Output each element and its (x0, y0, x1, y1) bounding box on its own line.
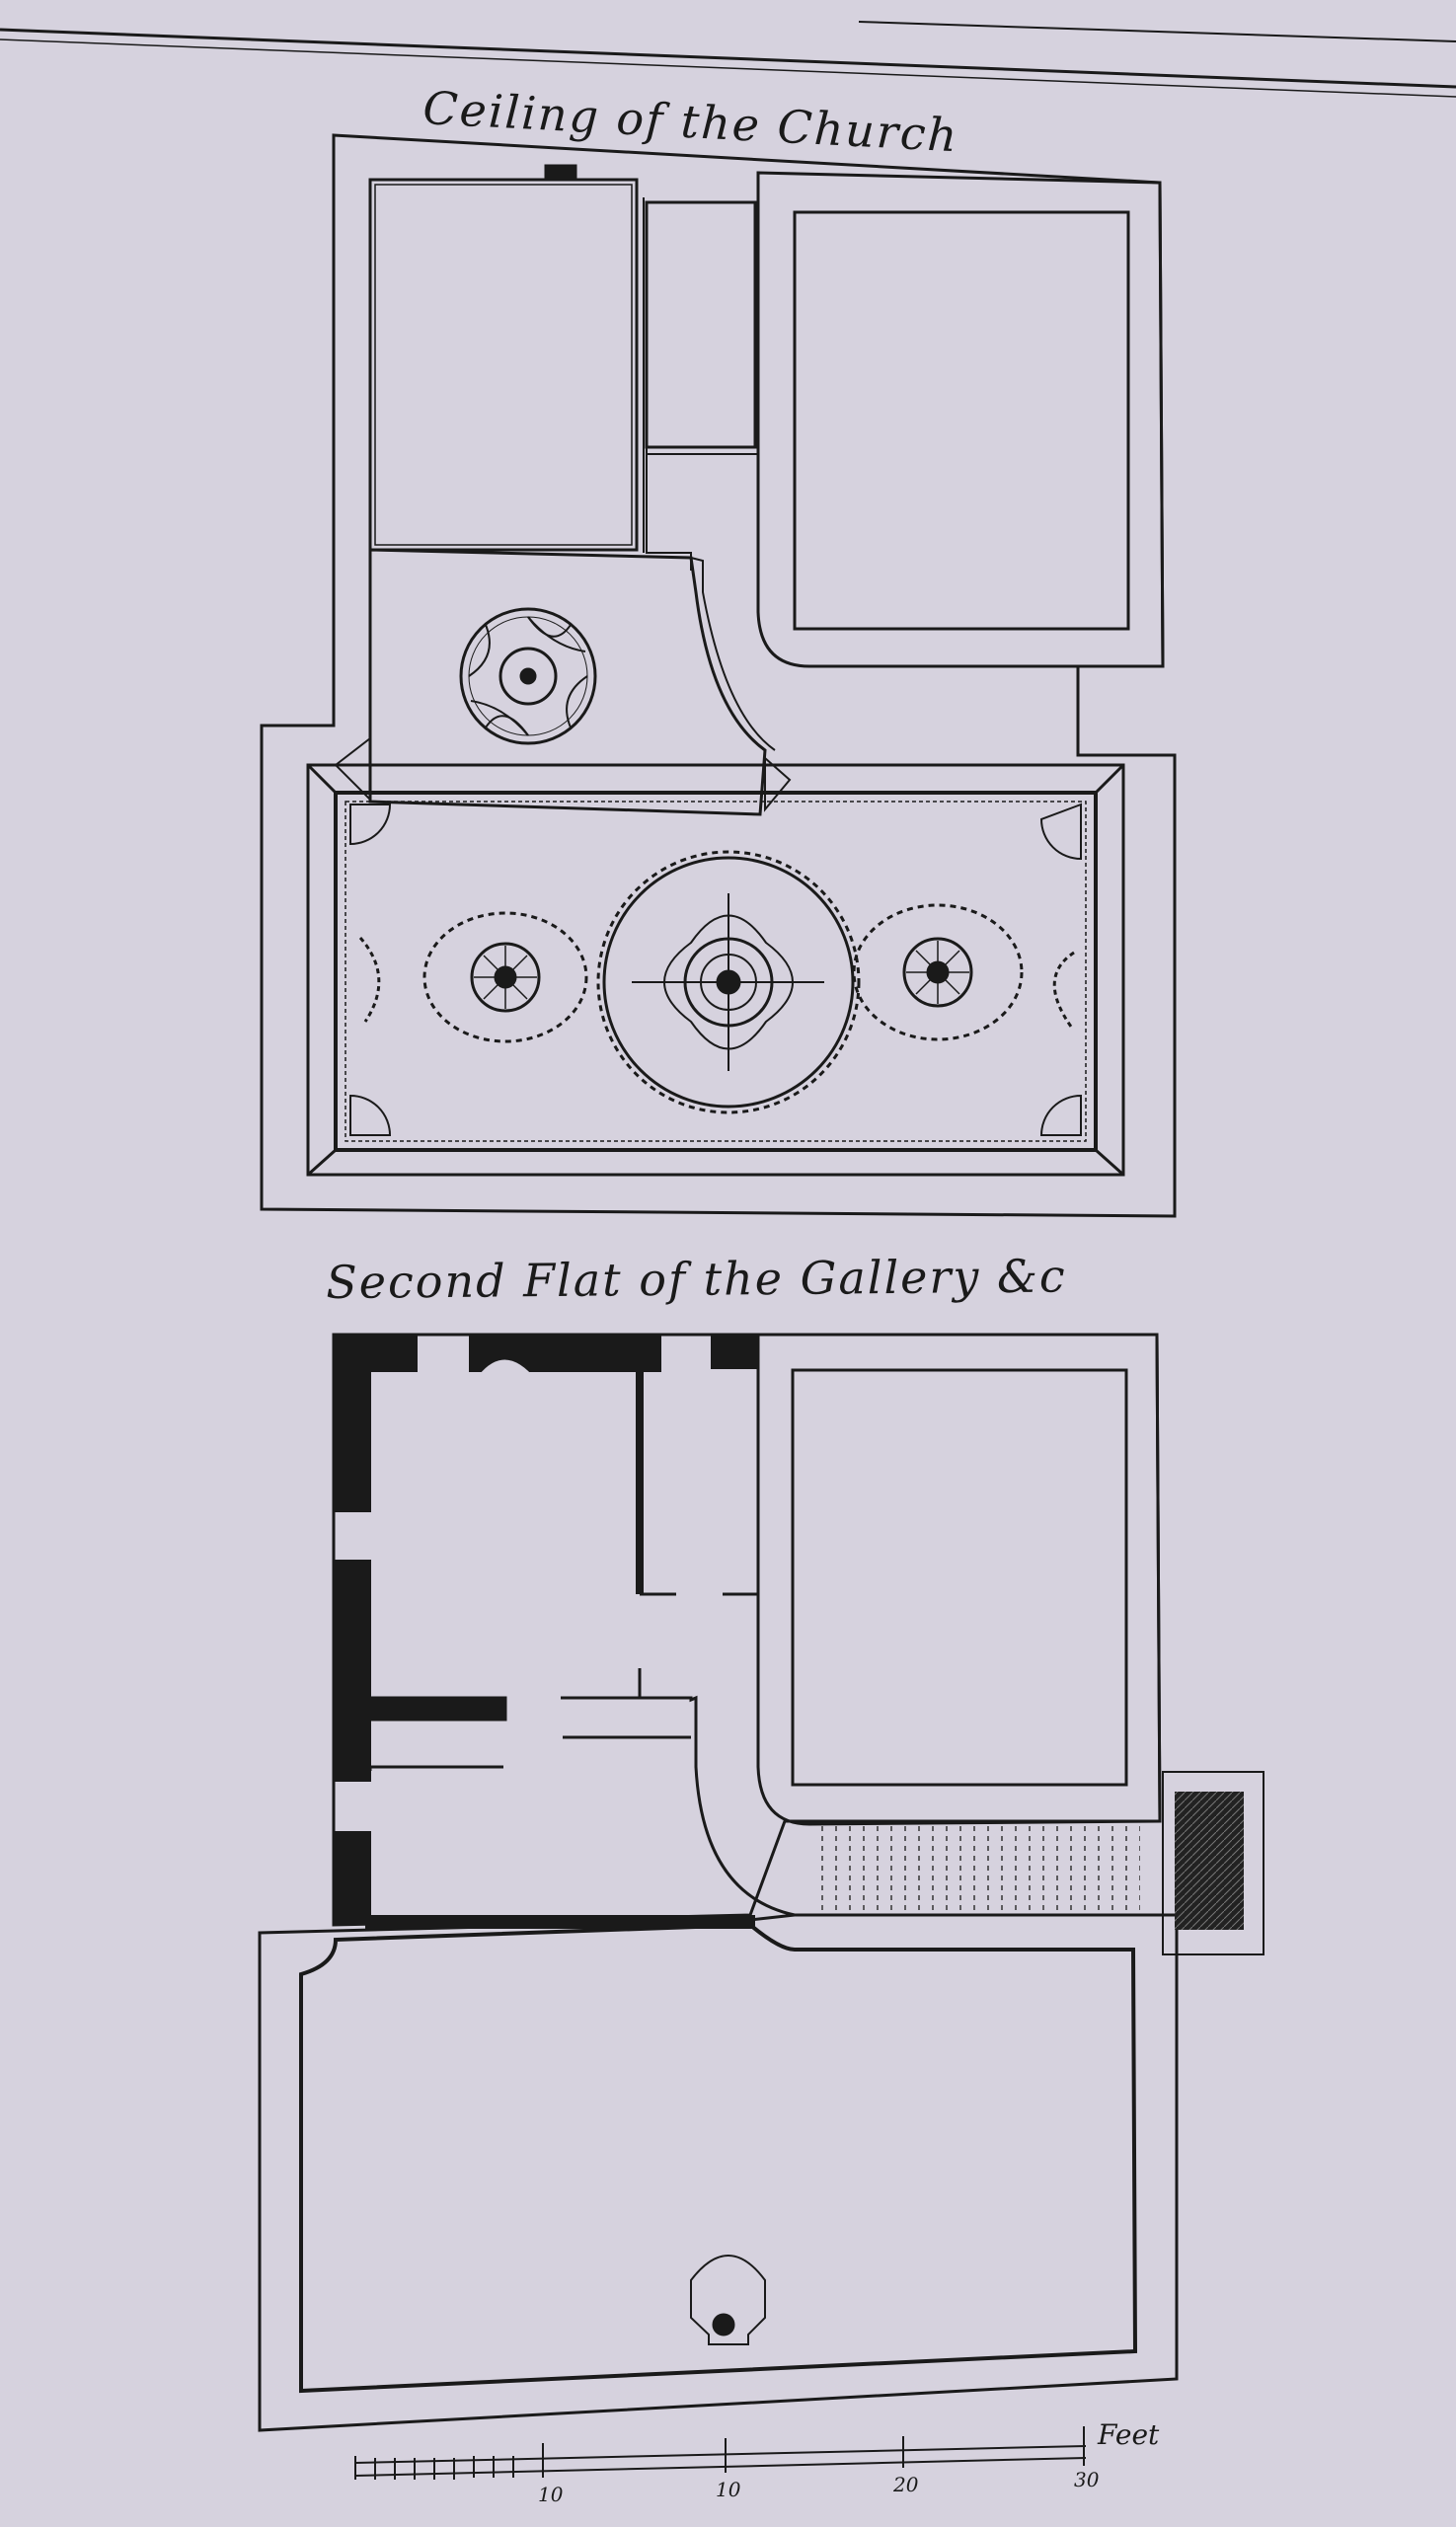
sheet-border (0, 21, 1456, 98)
ceiling-room-topleft (368, 178, 639, 552)
ceiling-panel-small (645, 200, 757, 449)
corner-fans (349, 803, 1082, 1136)
ceiling-center-square (368, 548, 767, 816)
gallery-annex-fill (1175, 1792, 1244, 1930)
rosette-right (902, 937, 973, 1008)
ceiling-plan (260, 133, 1177, 1218)
gallery-niche (690, 2255, 766, 2345)
scale-tick-label: 10 (538, 2483, 564, 2506)
gallery-lower-hall (258, 1913, 1179, 2432)
second-flat-plan (258, 1333, 1264, 2432)
gallery-walls-solid (334, 1335, 758, 1929)
second-flat-title: Second Flat of the Gallery &c (326, 1249, 1067, 1309)
rosette-small (459, 607, 597, 745)
gallery-annex (1162, 1771, 1264, 1955)
scale-tick-label: 30 (1074, 2468, 1100, 2491)
scale-unit-label: Feet (1098, 2418, 1160, 2451)
ceiling-room-right (756, 171, 1165, 668)
ceiling-hall (306, 763, 1125, 1177)
gallery-room-right (756, 1333, 1162, 1826)
rosette-left (470, 942, 541, 1013)
scale-bar (354, 2426, 1087, 2480)
ceiling-outline (260, 133, 1177, 1218)
ceiling-garland (358, 850, 1075, 1114)
scale-tick-label: 20 (893, 2473, 919, 2496)
scale-tick-label: 10 (716, 2478, 741, 2501)
gallery-stair (809, 1824, 1140, 1913)
